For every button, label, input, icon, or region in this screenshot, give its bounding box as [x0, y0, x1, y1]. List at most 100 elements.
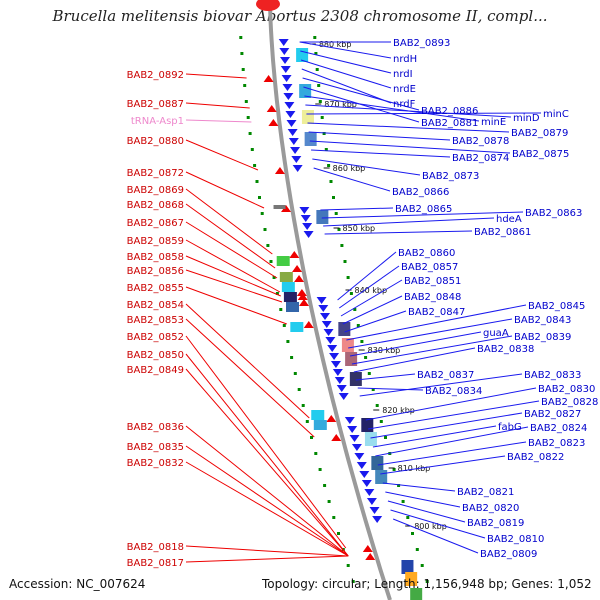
right-gene-label: BAB2_0828 [541, 397, 598, 408]
left-leader-line [185, 353, 349, 557]
tick-dot [346, 276, 350, 279]
left-leader-line [185, 335, 347, 549]
gene-arrow-right-icon [344, 417, 355, 424]
tick-dot [324, 148, 328, 151]
kbp-label: 880 kbp [319, 40, 352, 49]
backbone [256, 0, 392, 600]
left-leader-line [185, 555, 349, 563]
gene-arrow-right-icon [366, 498, 377, 505]
accession-text: Accession: NC_007624 [9, 577, 146, 591]
gene-arrow-right-icon [361, 480, 372, 487]
gene-arrow-right-icon [320, 313, 331, 320]
tick-dot [279, 308, 283, 311]
gene-arrow-left-icon [274, 167, 285, 174]
left-gene-label: BAB2_0852 [127, 332, 184, 343]
right-gene-label: minD [513, 113, 540, 124]
tick-dot [301, 404, 305, 407]
gene-arrow-right-icon [334, 377, 345, 384]
left-leader-lines [185, 73, 349, 563]
tick-dot [305, 420, 309, 423]
kbp-label: 800 kbp [414, 522, 447, 531]
right-gene-label: BAB2_0874 [452, 153, 509, 164]
tick-dot [258, 196, 261, 199]
right-leader-line [324, 230, 473, 235]
right-leader-line [301, 68, 392, 104]
gene-arrow-left-icon [292, 265, 303, 272]
left-gene-label: BAB2_0849 [127, 365, 184, 376]
left-leader-line [185, 425, 349, 557]
tick-dot [323, 484, 327, 487]
left-leader-line [185, 303, 310, 419]
gene-arrow-right-icon [302, 223, 313, 230]
gene-arrow-right-icon [288, 138, 299, 145]
right-leader-line [392, 518, 479, 554]
tick-dot [318, 100, 322, 103]
tick-dot [332, 196, 335, 199]
gene-arrow-left-icon [289, 251, 300, 258]
gene-box [304, 132, 317, 146]
gene-arrow-right-icon [278, 39, 289, 46]
right-leader-line [306, 112, 542, 115]
gene-box [410, 588, 423, 600]
left-gene-label: BAB2_0868 [127, 200, 184, 211]
left-gene-label: BAB2_0867 [127, 218, 184, 229]
right-gene-label: minC [543, 109, 569, 120]
right-gene-label: BAB2_0827 [524, 409, 581, 420]
gene-arrow-right-icon [284, 102, 295, 109]
kbp-label: 870 kbp [324, 100, 357, 109]
right-gene-label: fabG [498, 422, 522, 433]
right-leader-line [353, 347, 476, 373]
right-leader-line [302, 77, 420, 111]
tick-dot [282, 324, 286, 327]
tick-dot [351, 580, 355, 583]
tick-dot [346, 564, 350, 567]
right-gene-label: hdeA [496, 214, 522, 225]
tick-dot [349, 292, 353, 295]
right-leader-line [348, 318, 513, 349]
right-gene-label: BAB2_0845 [528, 301, 585, 312]
gene-arrow-right-icon [372, 516, 383, 523]
gene-arrow-right-icon [356, 462, 367, 469]
right-leader-line [390, 509, 486, 539]
gene-arrow-right-icon [291, 156, 302, 163]
gene-arrow-right-icon [321, 321, 332, 328]
gene-arrow-right-icon [347, 426, 358, 433]
backbone-line [268, 0, 392, 600]
gene-arrow-right-icon [280, 66, 291, 73]
tick-dot [425, 580, 429, 583]
gene-arrow-left-icon [362, 545, 373, 552]
gene-arrow-right-icon [287, 129, 298, 136]
left-leader-line [185, 239, 281, 293]
gene-arrow-right-icon [323, 329, 334, 336]
right-leader-line [312, 158, 421, 176]
right-leader-line [308, 131, 451, 141]
right-gene-label: nrdE [393, 84, 416, 95]
left-leader-line [185, 188, 273, 255]
gene-arrow-left-icon [365, 553, 376, 560]
gene-box [279, 272, 293, 282]
left-leader-line [185, 221, 278, 279]
left-gene-label: BAB2_0835 [127, 442, 184, 453]
gene-box [313, 420, 327, 430]
tick-dot [243, 84, 247, 87]
left-gene-label: BAB2_0854 [127, 300, 184, 311]
right-gene-label: BAB2_0860 [398, 248, 455, 259]
gene-box [405, 572, 418, 586]
gene-arrow-right-icon [282, 84, 293, 91]
tick-dot [367, 372, 371, 375]
left-labels: BAB2_0892BAB2_0887tRNA-Asp1BAB2_0880BAB2… [127, 70, 184, 569]
right-labels: BAB2_0893nrdHnrdInrdEnrdFBAB2_0886BAB2_0… [392, 38, 598, 560]
gene-arrow-left-icon [294, 275, 305, 282]
gene-box [316, 210, 329, 224]
gene-arrow-right-icon [354, 453, 365, 460]
tick-dot [313, 36, 317, 39]
tick-dot [314, 452, 318, 455]
right-leader-line [304, 95, 480, 122]
map-title: Brucella melitensis biovar Abortus 2308 … [52, 7, 548, 25]
tick-dot [401, 500, 405, 503]
kbp-label: 830 kbp [368, 346, 401, 355]
gene-arrow-right-icon [351, 444, 362, 451]
left-gene-label: BAB2_0855 [127, 283, 184, 294]
left-gene-label: BAB2_0850 [127, 350, 184, 361]
